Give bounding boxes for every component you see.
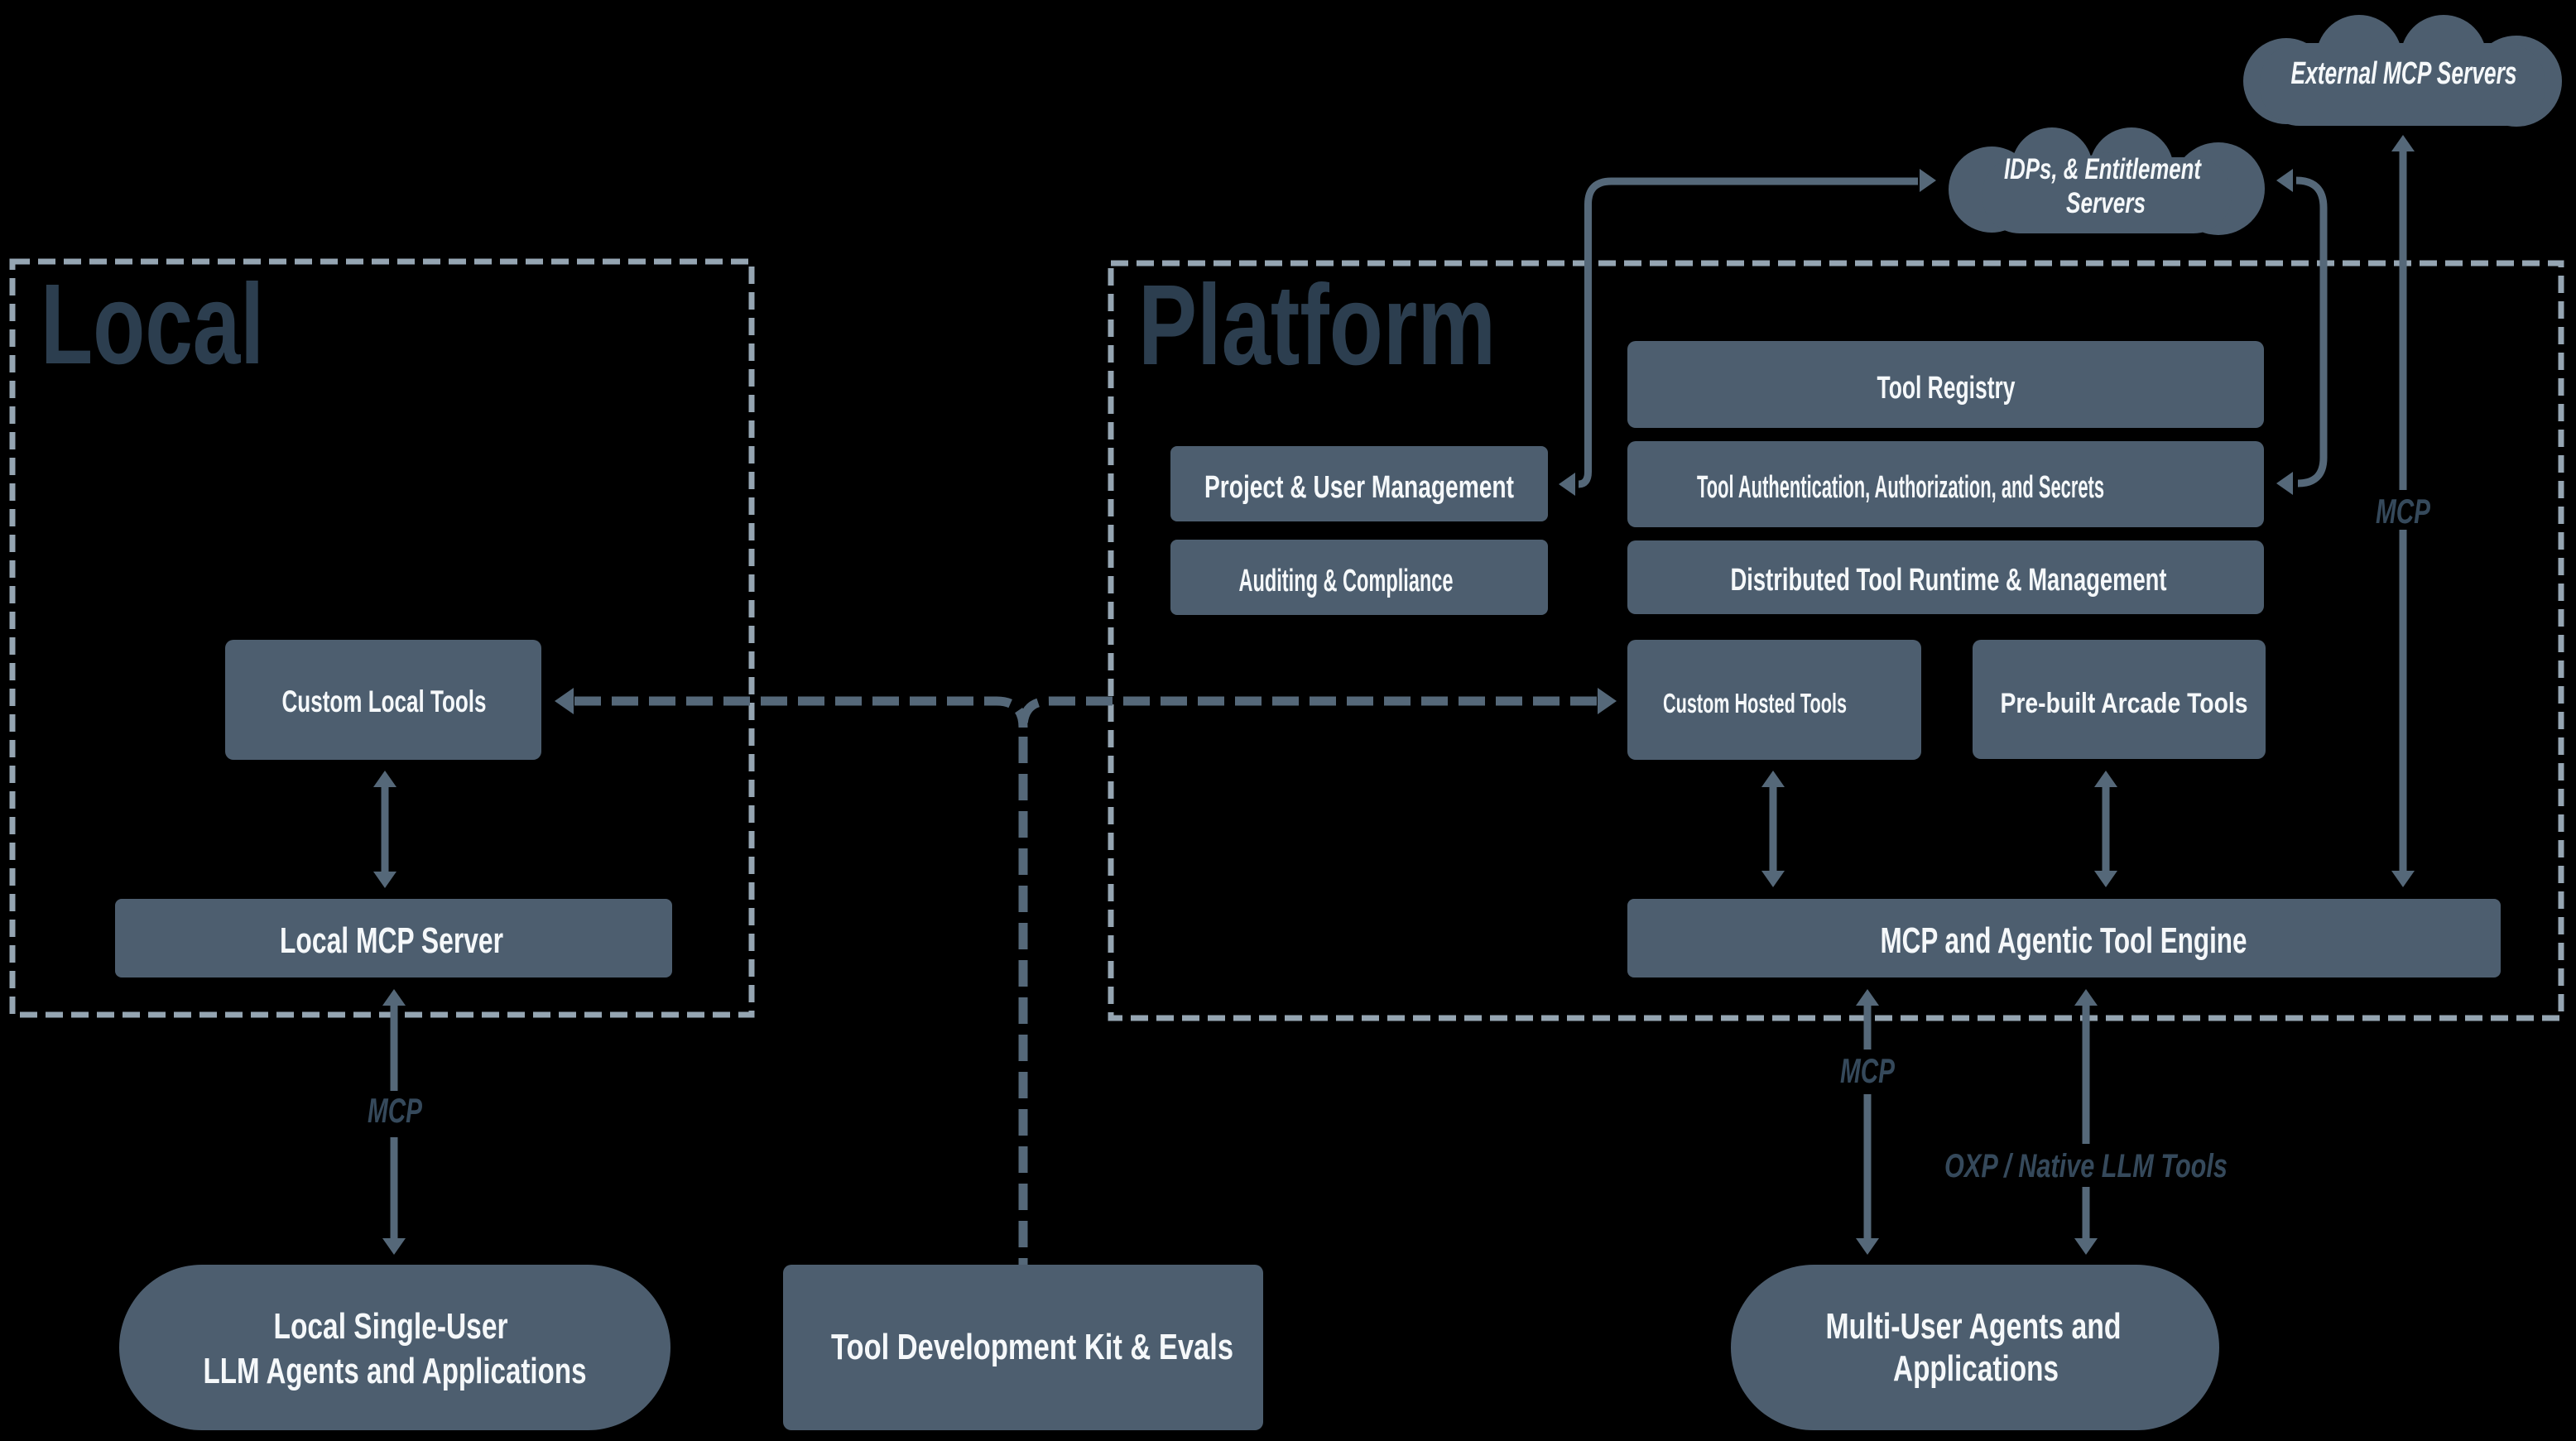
svg-text:OXP / Native LLM Tools: OXP / Native LLM Tools: [1944, 1148, 2228, 1184]
svg-text:Servers: Servers: [2066, 187, 2146, 219]
svg-text:Tool Authentication, Authoriza: Tool Authentication, Authorization, and …: [1697, 470, 2104, 505]
svg-text:Pre-built Arcade Tools: Pre-built Arcade Tools: [2001, 688, 2248, 719]
svg-text:IDPs, & Entitlement: IDPs, & Entitlement: [2004, 153, 2202, 185]
svg-text:Multi-User Agents and: Multi-User Agents and: [1826, 1306, 2122, 1347]
svg-text:Custom Hosted Tools: Custom Hosted Tools: [1663, 688, 1847, 718]
svg-text:Distributed Tool Runtime & Man: Distributed Tool Runtime & Management: [1731, 563, 2167, 598]
svg-text:External MCP Servers: External MCP Servers: [2291, 56, 2517, 91]
svg-text:Applications: Applications: [1893, 1348, 2059, 1389]
svg-text:MCP: MCP: [2376, 492, 2431, 531]
svg-text:LLM Agents and Applications: LLM Agents and Applications: [204, 1351, 587, 1391]
svg-text:Project & User Management: Project & User Management: [1204, 470, 1514, 505]
svg-text:Tool Registry: Tool Registry: [1877, 371, 2016, 406]
svg-text:Local Single-User: Local Single-User: [274, 1306, 508, 1347]
svg-text:MCP: MCP: [1840, 1051, 1896, 1090]
svg-text:Platform: Platform: [1138, 262, 1496, 389]
svg-text:Local MCP Server: Local MCP Server: [280, 920, 503, 961]
svg-text:Local: Local: [41, 261, 264, 388]
svg-text:Auditing & Compliance: Auditing & Compliance: [1239, 564, 1454, 598]
svg-text:MCP and Agentic Tool Engine: MCP and Agentic Tool Engine: [1881, 920, 2247, 961]
svg-text:MCP: MCP: [368, 1091, 423, 1130]
svg-text:Custom Local Tools: Custom Local Tools: [282, 684, 487, 718]
svg-text:Tool Development Kit & Evals: Tool Development Kit & Evals: [831, 1327, 1233, 1367]
